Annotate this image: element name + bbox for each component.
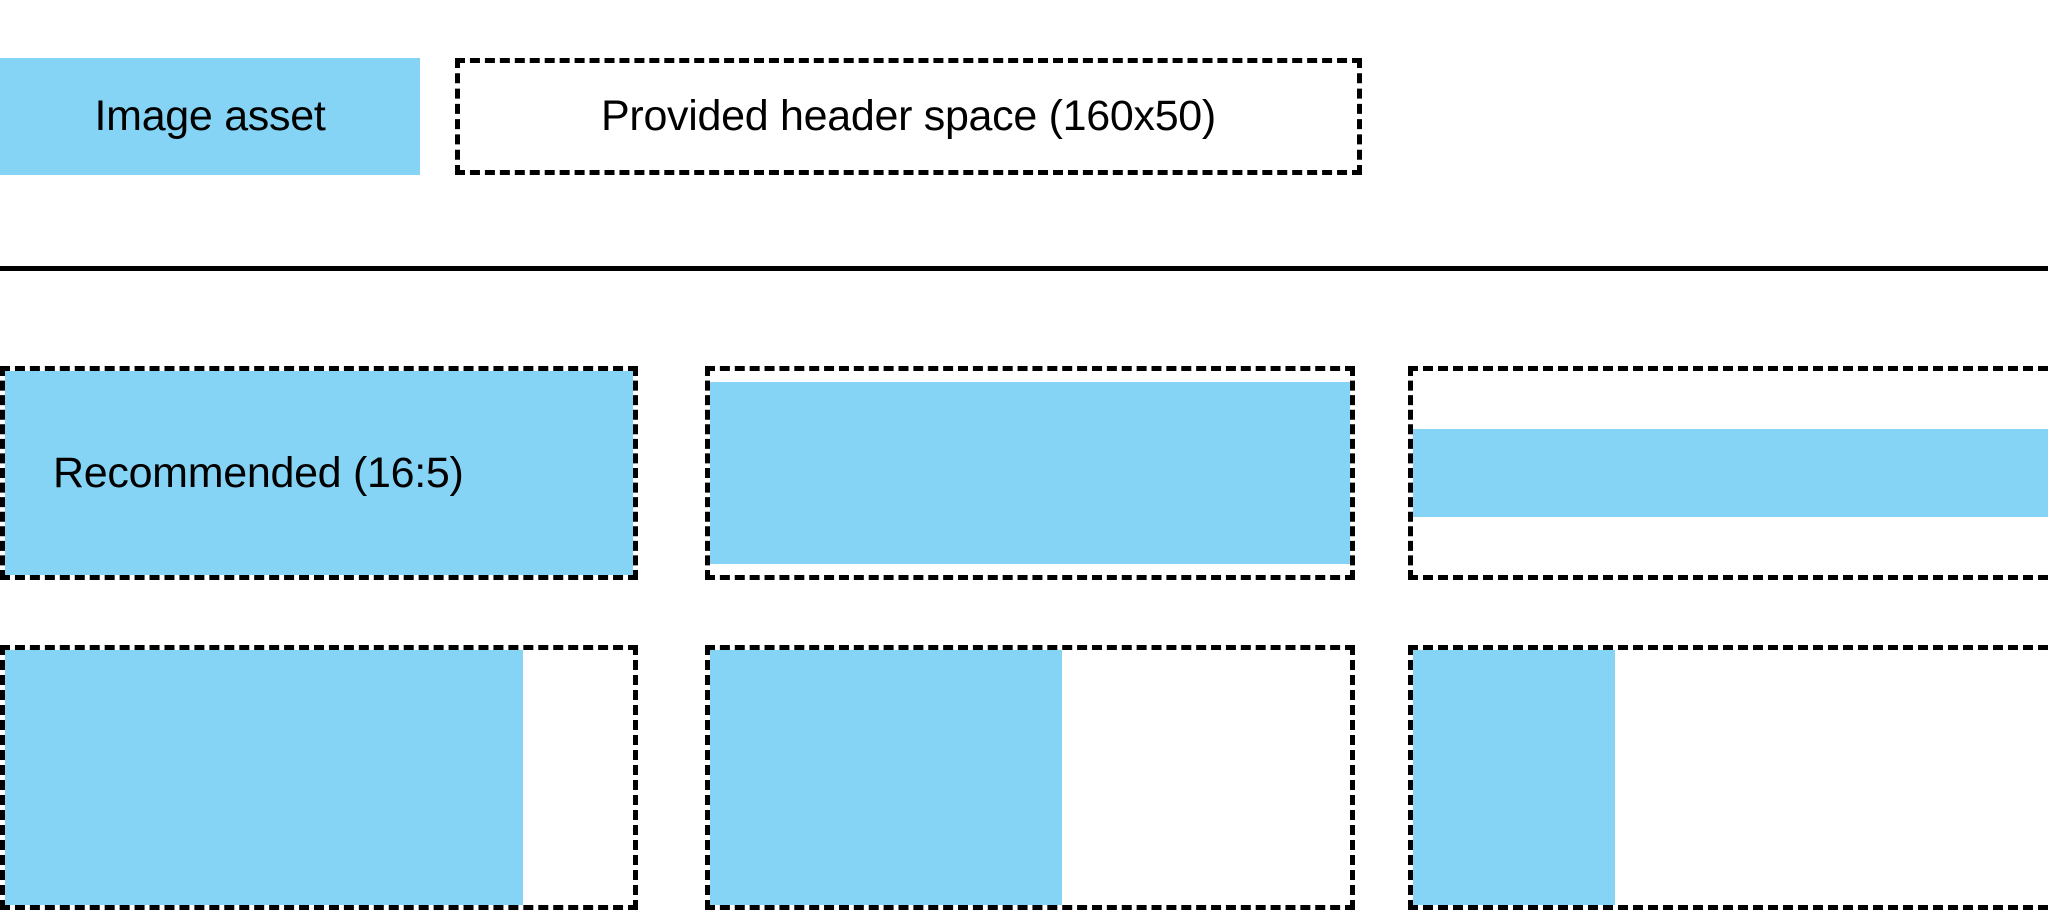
tile-slightly-shorter xyxy=(705,366,1355,580)
asset-fill xyxy=(710,650,1062,905)
asset-fill xyxy=(1413,650,1615,905)
section-divider xyxy=(0,266,2048,271)
aspect-ratio-row: Recommended (16:5) xyxy=(0,366,2048,580)
width-variation-row xyxy=(0,645,2048,910)
legend-image-asset-swatch: Image asset xyxy=(0,58,420,175)
asset-fill xyxy=(710,382,1350,564)
tile-width-medium xyxy=(705,645,1355,910)
tile-recommended-16-5: Recommended (16:5) xyxy=(0,366,638,580)
legend-image-asset-label: Image asset xyxy=(94,92,326,140)
legend-header-space-label: Provided header space (160x50) xyxy=(601,92,1216,140)
legend: Image asset Provided header space (160x5… xyxy=(0,58,2048,175)
tile-recommended-label: Recommended (16:5) xyxy=(53,448,464,497)
tile-much-shorter xyxy=(1408,366,2048,580)
asset-fill xyxy=(5,650,523,905)
examples-grid: Recommended (16:5) xyxy=(0,366,2048,910)
legend-header-space-box: Provided header space (160x50) xyxy=(455,58,1362,175)
asset-fill xyxy=(5,371,633,575)
tile-width-narrow xyxy=(1408,645,2048,910)
asset-fill xyxy=(1413,429,2048,517)
tile-width-wide xyxy=(0,645,638,910)
